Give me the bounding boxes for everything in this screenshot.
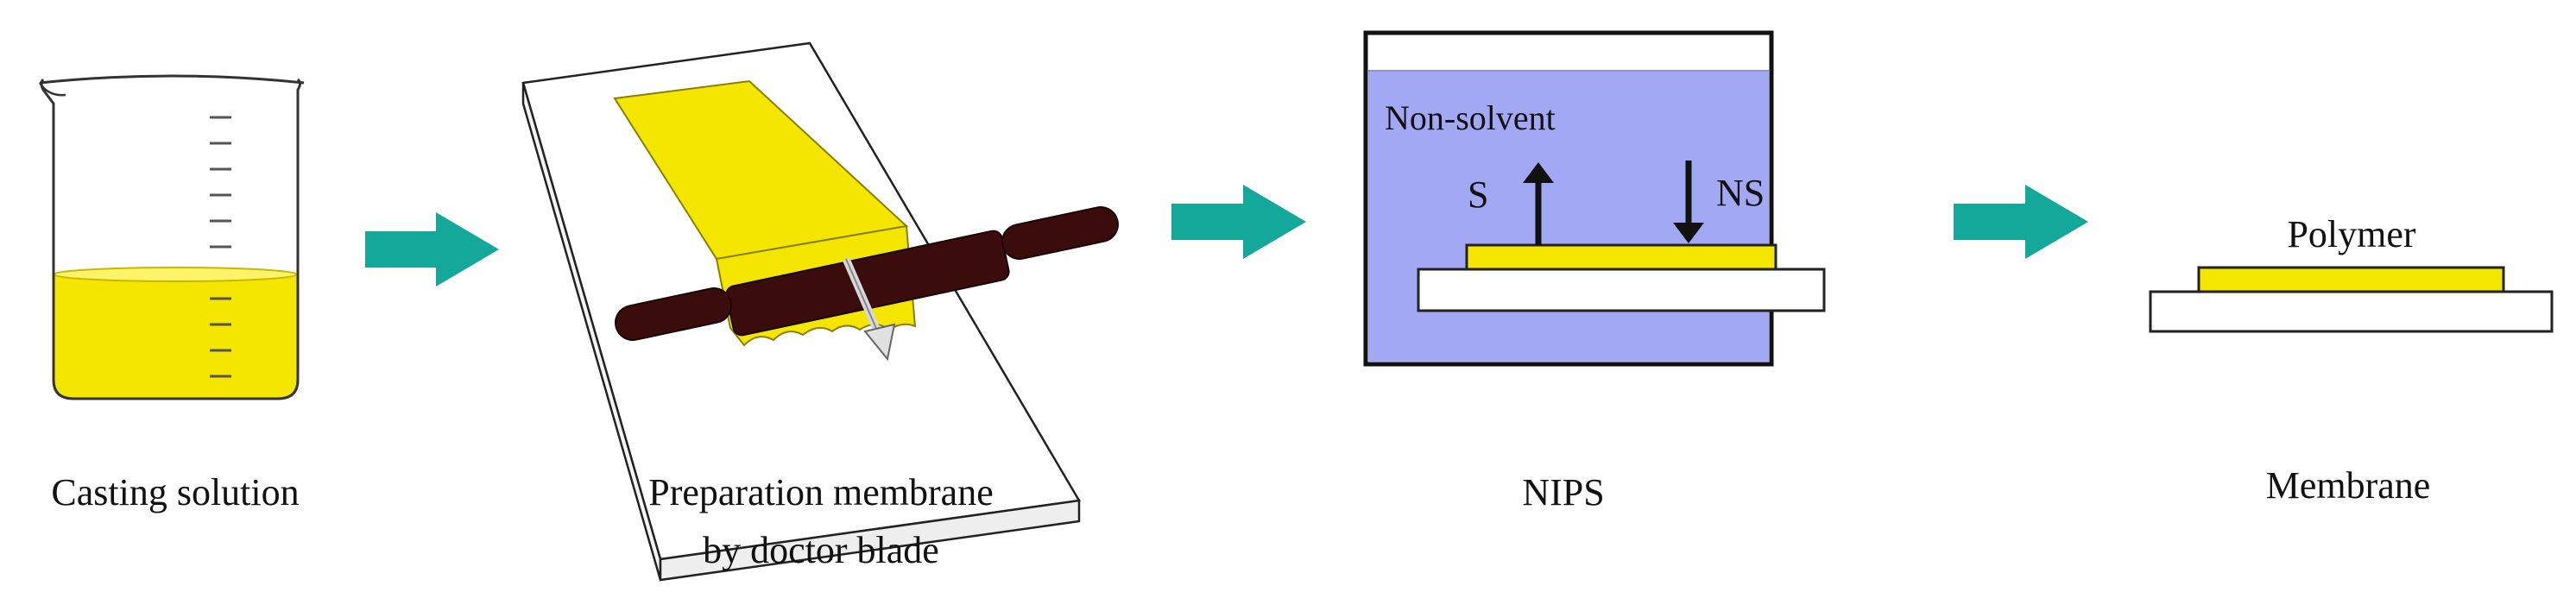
non-solvent-bath — [1368, 71, 1769, 362]
nips-polymer-film — [1465, 243, 1777, 271]
doctor-blade-illustration — [521, 41, 1119, 582]
solvent-out-arrow — [1523, 162, 1554, 245]
beaker-spout — [38, 82, 66, 97]
nonsolvent-flux-label: NS — [1716, 172, 1765, 214]
doctor-blade-roller — [615, 206, 1119, 341]
caption-membrane: Membrane — [2266, 464, 2431, 507]
membrane-substrate — [2149, 290, 2554, 333]
membrane-polymer-layer — [2197, 266, 2505, 293]
non-solvent-in-arrow — [1673, 161, 1704, 243]
flow-arrow-2 — [1171, 185, 1306, 259]
caption-nips: NIPS — [1522, 471, 1604, 513]
beaker-illustration — [38, 74, 305, 400]
solvent-label: S — [1468, 173, 1488, 216]
graduation-marks — [210, 116, 231, 378]
casting-solution-liquid — [53, 269, 299, 400]
nips-substrate — [1417, 268, 1826, 312]
polymer-label: Polymer — [2287, 213, 2415, 255]
caption-casting-solution: Casting solution — [51, 471, 299, 513]
caption-doctor-blade-line1: Preparation membrane — [648, 471, 994, 513]
flow-arrow-1 — [365, 212, 499, 287]
blade-direction-arrow — [842, 257, 896, 362]
glass-plate-edge-front — [659, 499, 1081, 582]
nips-bath: Non-solvent S NS — [1363, 30, 1826, 367]
membrane-illustration: Polymer — [2149, 213, 2554, 333]
flow-arrow-3 — [1954, 185, 2088, 259]
caption-doctor-blade-line2: by doctor blade — [703, 529, 939, 571]
beaker-rim — [39, 74, 305, 85]
liquid-surface — [53, 267, 298, 282]
non-solvent-label: Non-solvent — [1385, 98, 1556, 137]
